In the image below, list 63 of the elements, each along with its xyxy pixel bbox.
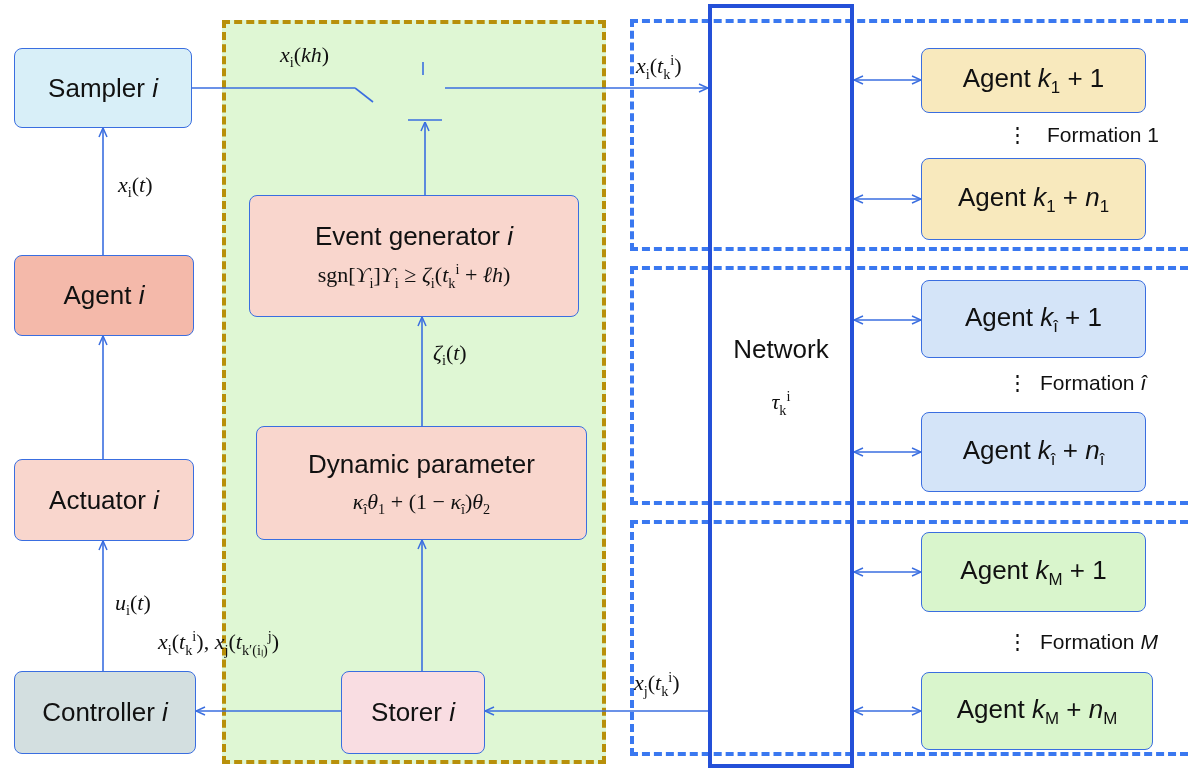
switch-symbol — [355, 60, 445, 122]
agent-box — [14, 255, 194, 336]
formation-label: Formation 1 — [1047, 123, 1160, 147]
ellipsis-mark: ⋮ — [1007, 371, 1028, 395]
arrow — [195, 706, 342, 716]
arrow — [444, 83, 709, 93]
formula: sgn[ϒ$_{i}$]ϒ$_{i}$ ≥ ζ$_{i}$(t$_{k}$$^{i}$ + ℓh) — [317, 260, 511, 292]
arrow — [853, 315, 922, 325]
edge-label: x$_{i}$(t$_{k}$$^{i}$), x$_{j}$(t$_{k′(iₗ)}$$^{j}$) — [158, 628, 279, 659]
arrow — [853, 75, 922, 85]
node-label: Agent k$_{M}$ + 1 — [960, 553, 1107, 591]
actuator-box — [14, 459, 194, 541]
agent-box — [921, 412, 1146, 492]
network-box — [708, 4, 854, 768]
node-label: Agent i — [63, 279, 145, 312]
edge-label: x$_{j}$(t$_{k}$$^{i}$) — [634, 669, 680, 700]
ellipsis-mark: ⋮ — [1007, 630, 1028, 654]
formation-label: Formation î — [1040, 371, 1147, 395]
arrow — [417, 539, 427, 672]
storer-box — [341, 671, 485, 754]
edge-label: x$_{i}$(t$_{k}$$^{i}$) — [636, 52, 682, 83]
connector-line — [191, 87, 356, 89]
node-label: Agent k$_{1}$ + 1 — [962, 62, 1105, 99]
ellipsis-mark: ⋮ — [1007, 123, 1028, 147]
edge-label: u$_{i}$(t) — [115, 590, 151, 620]
arrow — [417, 316, 427, 427]
agent-box — [921, 672, 1153, 750]
arrow — [98, 335, 108, 460]
arrow — [420, 121, 430, 196]
event-generator-box — [249, 195, 579, 317]
arrow — [98, 540, 108, 672]
agent-box — [921, 532, 1146, 612]
agent-box — [921, 158, 1146, 240]
formation-band — [630, 19, 1188, 251]
sampler-box — [14, 48, 192, 128]
node-label: Network — [733, 333, 829, 366]
arrow — [853, 567, 922, 577]
node-label: Event generator i — [315, 220, 513, 253]
formation-band — [630, 266, 1188, 505]
edge-label: ζ$_{i}$(t) — [433, 340, 467, 370]
agent-box — [921, 280, 1146, 358]
formula: κ$_{î}$θ$_{1}$ + (1 − κ$_{î}$)θ$_{2}$ — [352, 488, 491, 518]
agent-box — [921, 48, 1146, 113]
arrow — [484, 706, 709, 716]
node-label: Sampler i — [48, 71, 158, 105]
node-label: Storer i — [371, 696, 455, 729]
arrow — [98, 127, 108, 256]
node-label: Agent k$_{M}$ + n$_{M}$ — [956, 692, 1118, 730]
node-label: Agent k$_{î}$ + 1 — [965, 300, 1102, 338]
arrow — [853, 447, 922, 457]
node-label: Agent k$_{1}$ + n$_{1}$ — [957, 180, 1110, 218]
edge-label: x$_{i}$(t) — [118, 172, 153, 202]
edge-label: x$_{i}$(kh) — [280, 42, 330, 72]
node-label: Actuator i — [49, 483, 159, 517]
dynamic-parameter-box — [256, 426, 587, 540]
arrow — [853, 706, 922, 716]
node-label: Controller i — [42, 696, 168, 729]
node-label: Agent k$_{î}$ + n$_{î}$ — [962, 433, 1105, 471]
formation-band — [630, 520, 1188, 756]
controller-box — [14, 671, 196, 754]
node-label: Dynamic parameter — [308, 448, 535, 481]
arrow — [853, 194, 922, 204]
formation-label: Formation M — [1040, 630, 1158, 654]
